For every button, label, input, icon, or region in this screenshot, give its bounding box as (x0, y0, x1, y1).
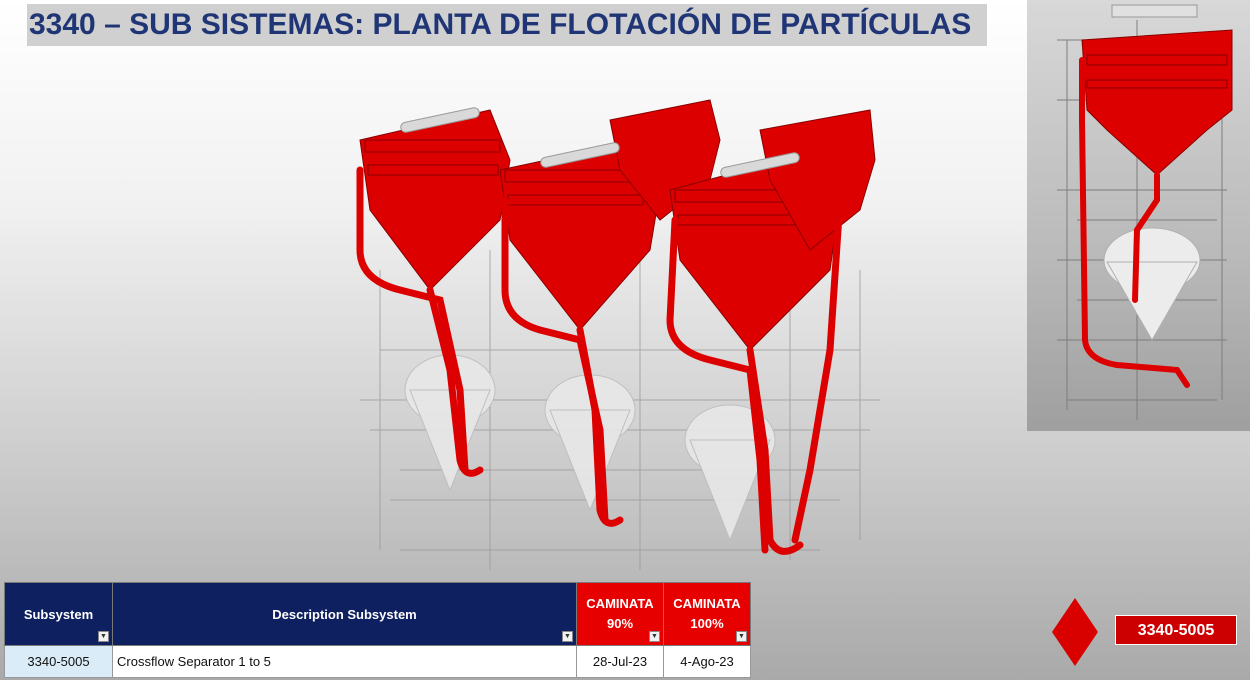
dropdown-icon[interactable]: ▼ (562, 631, 573, 642)
header-label-line2: 90% (606, 616, 634, 631)
diamond-icon (1040, 596, 1110, 668)
subsystem-code-badge: 3340-5005 (1115, 615, 1237, 645)
page-title: 3340 – SUB SISTEMAS: PLANTA DE FLOTACIÓN… (27, 4, 987, 46)
plant-3d-render (356, 99, 880, 570)
column-header-walk100[interactable]: CAMINATA 100% ▼ (663, 582, 751, 646)
column-header-description[interactable]: Description Subsystem ▼ (112, 582, 577, 646)
single-unit-3d-render (1057, 4, 1233, 420)
column-header-walk90[interactable]: CAMINATA 90% ▼ (576, 582, 664, 646)
header-label: Description Subsystem (272, 606, 417, 622)
dropdown-icon[interactable]: ▼ (649, 631, 660, 642)
header-label: Subsystem (23, 606, 94, 622)
side-render-panel (1027, 0, 1250, 431)
column-header-subsystem[interactable]: Subsystem ▼ (4, 582, 113, 646)
dropdown-icon[interactable]: ▼ (736, 631, 747, 642)
header-label-line1: CAMINATA (673, 596, 741, 611)
header-label-line1: CAMINATA (586, 596, 654, 611)
cell-subsystem[interactable]: 3340-5005 (4, 645, 113, 678)
filter-active-icon[interactable]: ▼ (98, 631, 109, 642)
cell-walk100-date[interactable]: 4-Ago-23 (663, 645, 751, 678)
header-label-line2: 100% (690, 616, 724, 631)
table-row[interactable]: 3340-5005 Crossflow Separator 1 to 5 28-… (4, 645, 751, 678)
cell-description[interactable]: Crossflow Separator 1 to 5 (112, 645, 577, 678)
cell-walk90-date[interactable]: 28-Jul-23 (576, 645, 664, 678)
subsystem-table: Subsystem ▼ Description Subsystem ▼ CAMI… (4, 582, 751, 678)
